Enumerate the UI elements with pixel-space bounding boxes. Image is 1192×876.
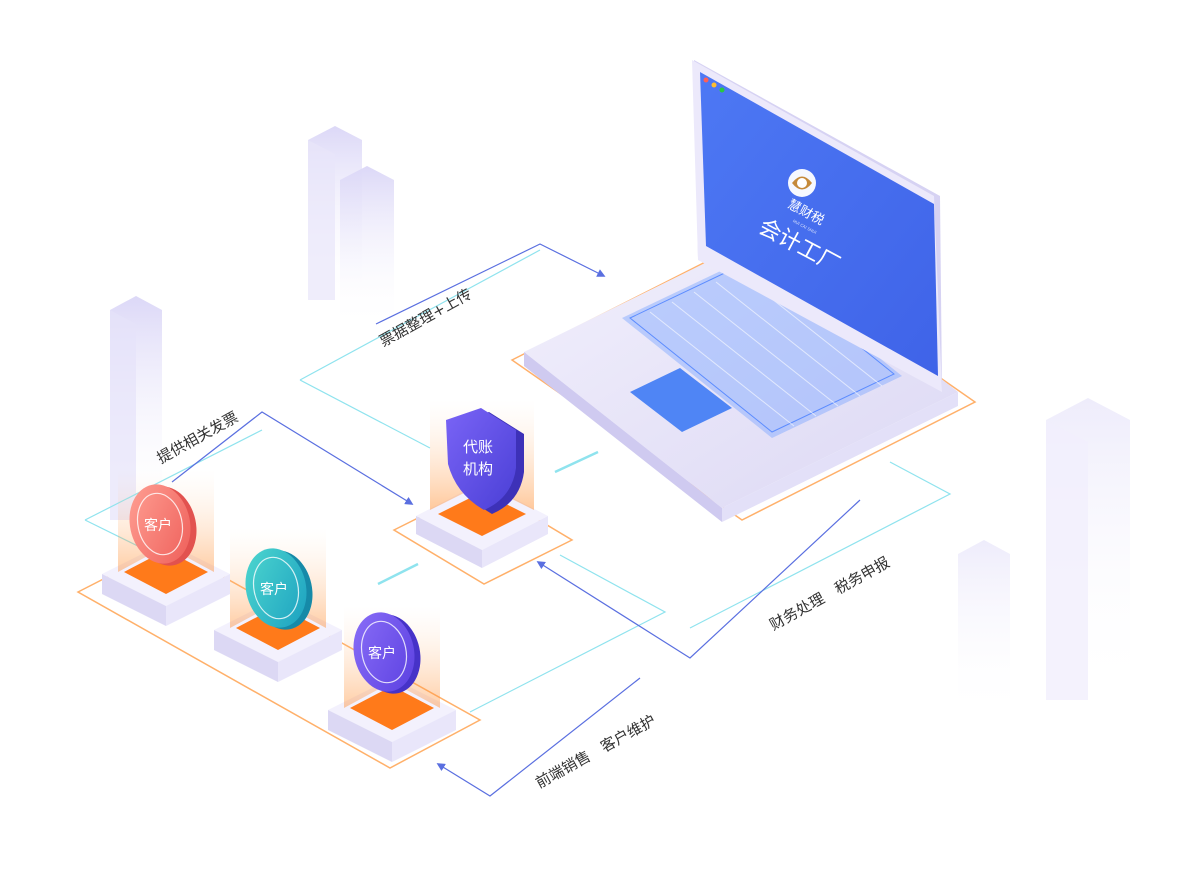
laptop-screen bbox=[700, 72, 938, 376]
window-close-dot bbox=[703, 77, 709, 83]
client-label-3: 客户 bbox=[368, 645, 396, 662]
laptop: 慧财税 HUI CAI SHUI 会计工厂 bbox=[510, 60, 977, 522]
agency-label-line1: 代账 bbox=[463, 438, 493, 456]
arrow-provide-invoice bbox=[171, 411, 414, 505]
app-logo-icon bbox=[788, 169, 816, 197]
window-maximize-dot bbox=[719, 87, 725, 93]
arrow-sales-service bbox=[436, 677, 641, 797]
agency-label-line2: 机构 bbox=[463, 460, 493, 478]
client-node-3: 客户 bbox=[328, 606, 456, 762]
client-label-1: 客户 bbox=[144, 517, 172, 534]
background-pillars bbox=[110, 126, 1130, 720]
client-label-2: 客户 bbox=[260, 581, 288, 598]
client-node-1: 客户 bbox=[102, 470, 230, 626]
shield-icon bbox=[446, 408, 516, 510]
flow-label-sales-service: 前端销售 客户维护 bbox=[532, 711, 658, 792]
client-node-2: 客户 bbox=[214, 528, 342, 682]
arrow-finance-tax bbox=[536, 499, 861, 659]
window-minimize-dot bbox=[711, 82, 717, 88]
agency-node: 代账 机构 bbox=[392, 400, 574, 585]
flow-label-finance-tax: 财务处理 税务申报 bbox=[766, 553, 892, 634]
connection-lines bbox=[84, 243, 952, 797]
arrow-upload bbox=[375, 243, 606, 325]
